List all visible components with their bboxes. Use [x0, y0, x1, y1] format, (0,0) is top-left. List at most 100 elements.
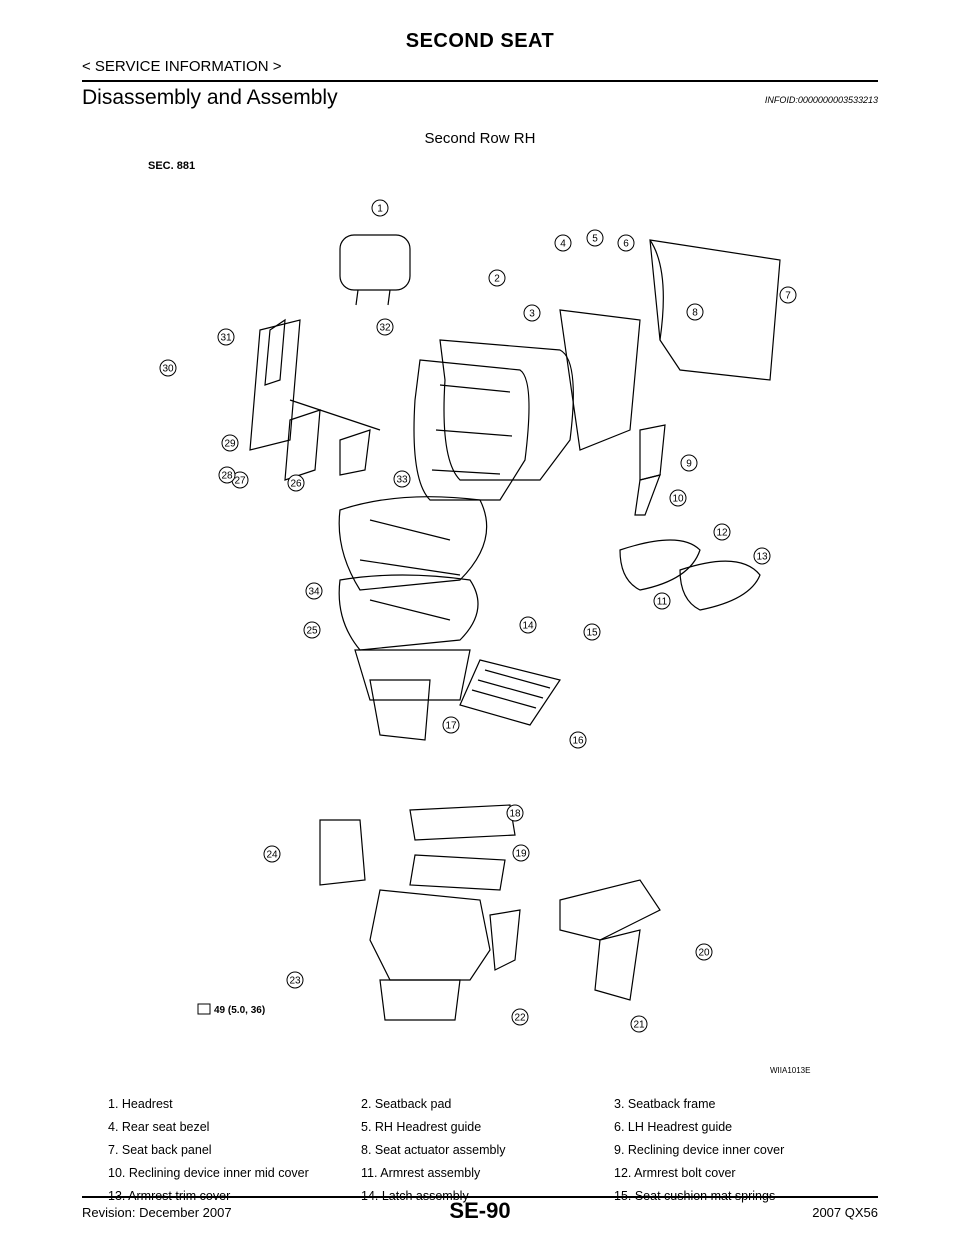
diagram-subtitle: Second Row RH [424, 130, 536, 147]
callout-circle [442, 716, 460, 734]
callout-circle [303, 621, 321, 639]
callout-circle [779, 286, 797, 304]
callout-number: 19 [515, 849, 527, 860]
seat-back-panel-shape [649, 239, 781, 381]
callout-circle [511, 1008, 529, 1026]
callout-circle [669, 489, 687, 507]
model-year: 2007 QX56 [812, 1205, 878, 1220]
parts-item: 2. Seatback pad [361, 1096, 452, 1111]
callout-circle [695, 943, 713, 961]
callout-number: 15 [586, 628, 598, 639]
parts-row: 10. Reclining device inner mid cover 11.… [108, 1161, 868, 1184]
parts-item: 5. RH Headrest guide [361, 1119, 482, 1134]
parts-item: 11. Armrest assembly [361, 1165, 481, 1180]
parts-item: 14. Latch assembly [361, 1188, 469, 1203]
callout-circle [376, 318, 394, 336]
callout-circle [263, 845, 281, 863]
callout-number: 33 [396, 475, 408, 486]
parts-item: 9. Reclining device inner cover [614, 1142, 785, 1157]
callout-number: 26 [290, 479, 302, 490]
callout-number: 18 [509, 809, 521, 820]
callout-circle [569, 731, 587, 749]
section-heading: Disassembly and Assembly [82, 86, 338, 109]
parts-row: 1. Headrest 2. Seatback pad 3. Seatback … [108, 1092, 868, 1115]
callout-circle [512, 844, 530, 862]
parts-row: 7. Seat back panel 8. Seat actuator asse… [108, 1138, 868, 1161]
callout-circle [287, 474, 305, 492]
parts-item: 13. Armrest trim cover [108, 1188, 231, 1203]
callout-circle [554, 234, 572, 252]
parts-item: 10. Reclining device inner mid cover [108, 1165, 309, 1180]
parts-item: 1. Headrest [108, 1096, 173, 1111]
callout-circle [583, 623, 601, 641]
callout-number: 20 [698, 948, 710, 959]
callout-circle [305, 582, 323, 600]
callout-circle [586, 229, 604, 247]
callout-circle [617, 234, 635, 252]
callout-number: 34 [308, 587, 320, 598]
callout-number: 14 [522, 621, 534, 632]
callout-number: 31 [220, 333, 232, 344]
seat-cushion-shape [338, 496, 488, 591]
parts-item: 4. Rear seat bezel [108, 1119, 210, 1134]
callout-number: 13 [756, 552, 768, 563]
breadcrumb[interactable]: < SERVICE INFORMATION > [82, 58, 282, 75]
footer-divider [82, 1196, 878, 1198]
callout-number: 17 [445, 721, 457, 732]
callout-number: 10 [672, 494, 684, 505]
callout-circle [519, 616, 537, 634]
parts-item: 8. Seat actuator assembly [361, 1142, 506, 1157]
callout-circle [653, 592, 671, 610]
callout-circle [753, 547, 771, 565]
callout-number: 5 [592, 234, 598, 245]
cover-shape [319, 819, 366, 886]
callout-number: 3 [529, 309, 535, 320]
callout-number: 32 [379, 323, 391, 334]
parts-item: 3. Seatback frame [614, 1096, 716, 1111]
callout-number: 16 [572, 736, 584, 747]
sec-label: SEC. 881 [148, 160, 196, 172]
callout-number: 24 [266, 850, 278, 861]
page-title: SECOND SEAT [405, 30, 555, 52]
parts-item: 7. Seat back panel [108, 1142, 212, 1157]
seatback-pad-shape [439, 339, 574, 481]
info-id: INFOID:0000000003533213 [764, 95, 878, 105]
callout-number: 1 [377, 204, 383, 215]
callout-circle [393, 470, 411, 488]
callout-number: 2 [494, 274, 500, 285]
callout-number: 23 [289, 976, 301, 987]
callout-circle [680, 454, 698, 472]
torque-icon [197, 1003, 211, 1015]
callout-circle [630, 1015, 648, 1033]
callout-number: 21 [633, 1020, 645, 1031]
callout-number: 6 [623, 239, 629, 250]
callout-circle [506, 804, 524, 822]
callout-circle [488, 269, 506, 287]
callout-number: 7 [785, 291, 791, 302]
parts-row: 4. Rear seat bezel 5. RH Headrest guide … [108, 1115, 868, 1138]
header-divider [82, 80, 878, 82]
figure-code: WIIA1013E [770, 1066, 811, 1075]
callout-circle [221, 434, 239, 452]
callout-number: 30 [162, 364, 174, 375]
parts-item: 12. Armrest bolt cover [614, 1165, 736, 1180]
revision-date: Revision: December 2007 [82, 1205, 232, 1220]
callout-number: 9 [686, 459, 692, 470]
parts-list: 1. Headrest 2. Seatback pad 3. Seatback … [108, 1092, 868, 1207]
callout-circle [686, 303, 704, 321]
callout-number: 25 [306, 626, 318, 637]
callout-circle [217, 328, 235, 346]
callout-circle [713, 523, 731, 541]
callout-number: 12 [716, 528, 728, 539]
headrest-shape [339, 234, 411, 291]
callout-circle [371, 199, 389, 217]
parts-item: 15. Seat cushion mat springs [614, 1188, 776, 1203]
callout-number: 27 [234, 476, 246, 487]
callout-number: 28 [221, 471, 233, 482]
callout-circle [218, 466, 236, 484]
page-number: SE-90 [449, 1198, 511, 1223]
callout-number: 29 [224, 439, 236, 450]
parts-row: 13. Armrest trim cover 14. Latch assembl… [108, 1184, 868, 1207]
callout-circle [159, 359, 177, 377]
